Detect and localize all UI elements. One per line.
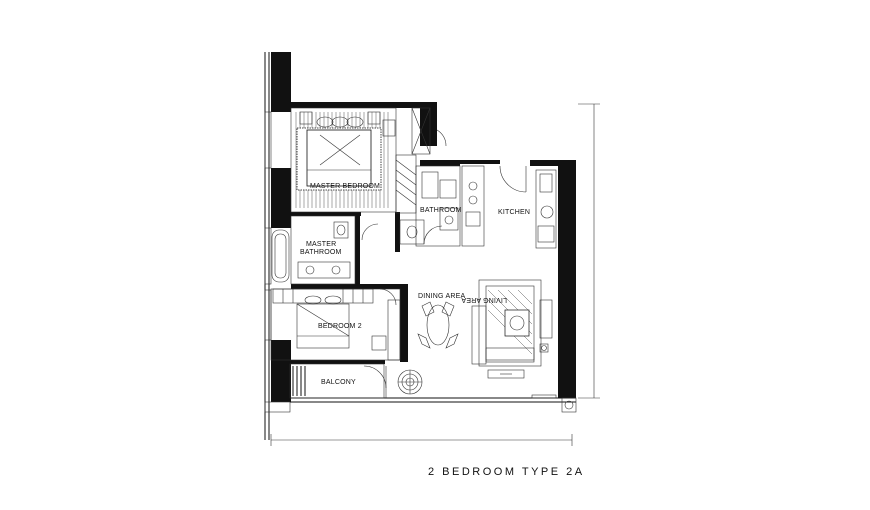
exterior-walls — [271, 52, 576, 402]
room-label-bathroom: BATHROOM — [420, 207, 462, 214]
room-label-dining-area: DINING AREA — [418, 293, 465, 300]
room-label-living-area: LIVING AREA — [461, 296, 507, 303]
room-label-master-bedroom: MASTER BEDROOM — [310, 183, 380, 190]
dining-area: DINING AREA — [417, 293, 465, 349]
common-bathroom: BATHROOM — [399, 165, 462, 247]
room-label-balcony: BALCONY — [321, 379, 356, 386]
master-bathroom: MASTER BATHROOM — [271, 215, 379, 285]
dimension-lines — [270, 103, 600, 446]
plan-caption: 2 BEDROOM TYPE 2A — [428, 466, 585, 478]
living-area: LIVING AREA — [461, 279, 553, 379]
bottom-facade — [289, 363, 577, 413]
room-label-master-bathroom-line2: BATHROOM — [300, 249, 342, 256]
room-label-master-bathroom-line1: MASTER — [306, 241, 336, 248]
master-bedroom: MASTER BEDROOM — [290, 107, 397, 213]
balcony: BALCONY — [321, 365, 423, 398]
kitchen: KITCHEN — [461, 165, 557, 249]
room-label-bedroom-2: BEDROOM 2 — [318, 323, 362, 330]
room-label-kitchen: KITCHEN — [498, 209, 530, 216]
bedroom-2: BEDROOM 2 — [270, 288, 401, 361]
